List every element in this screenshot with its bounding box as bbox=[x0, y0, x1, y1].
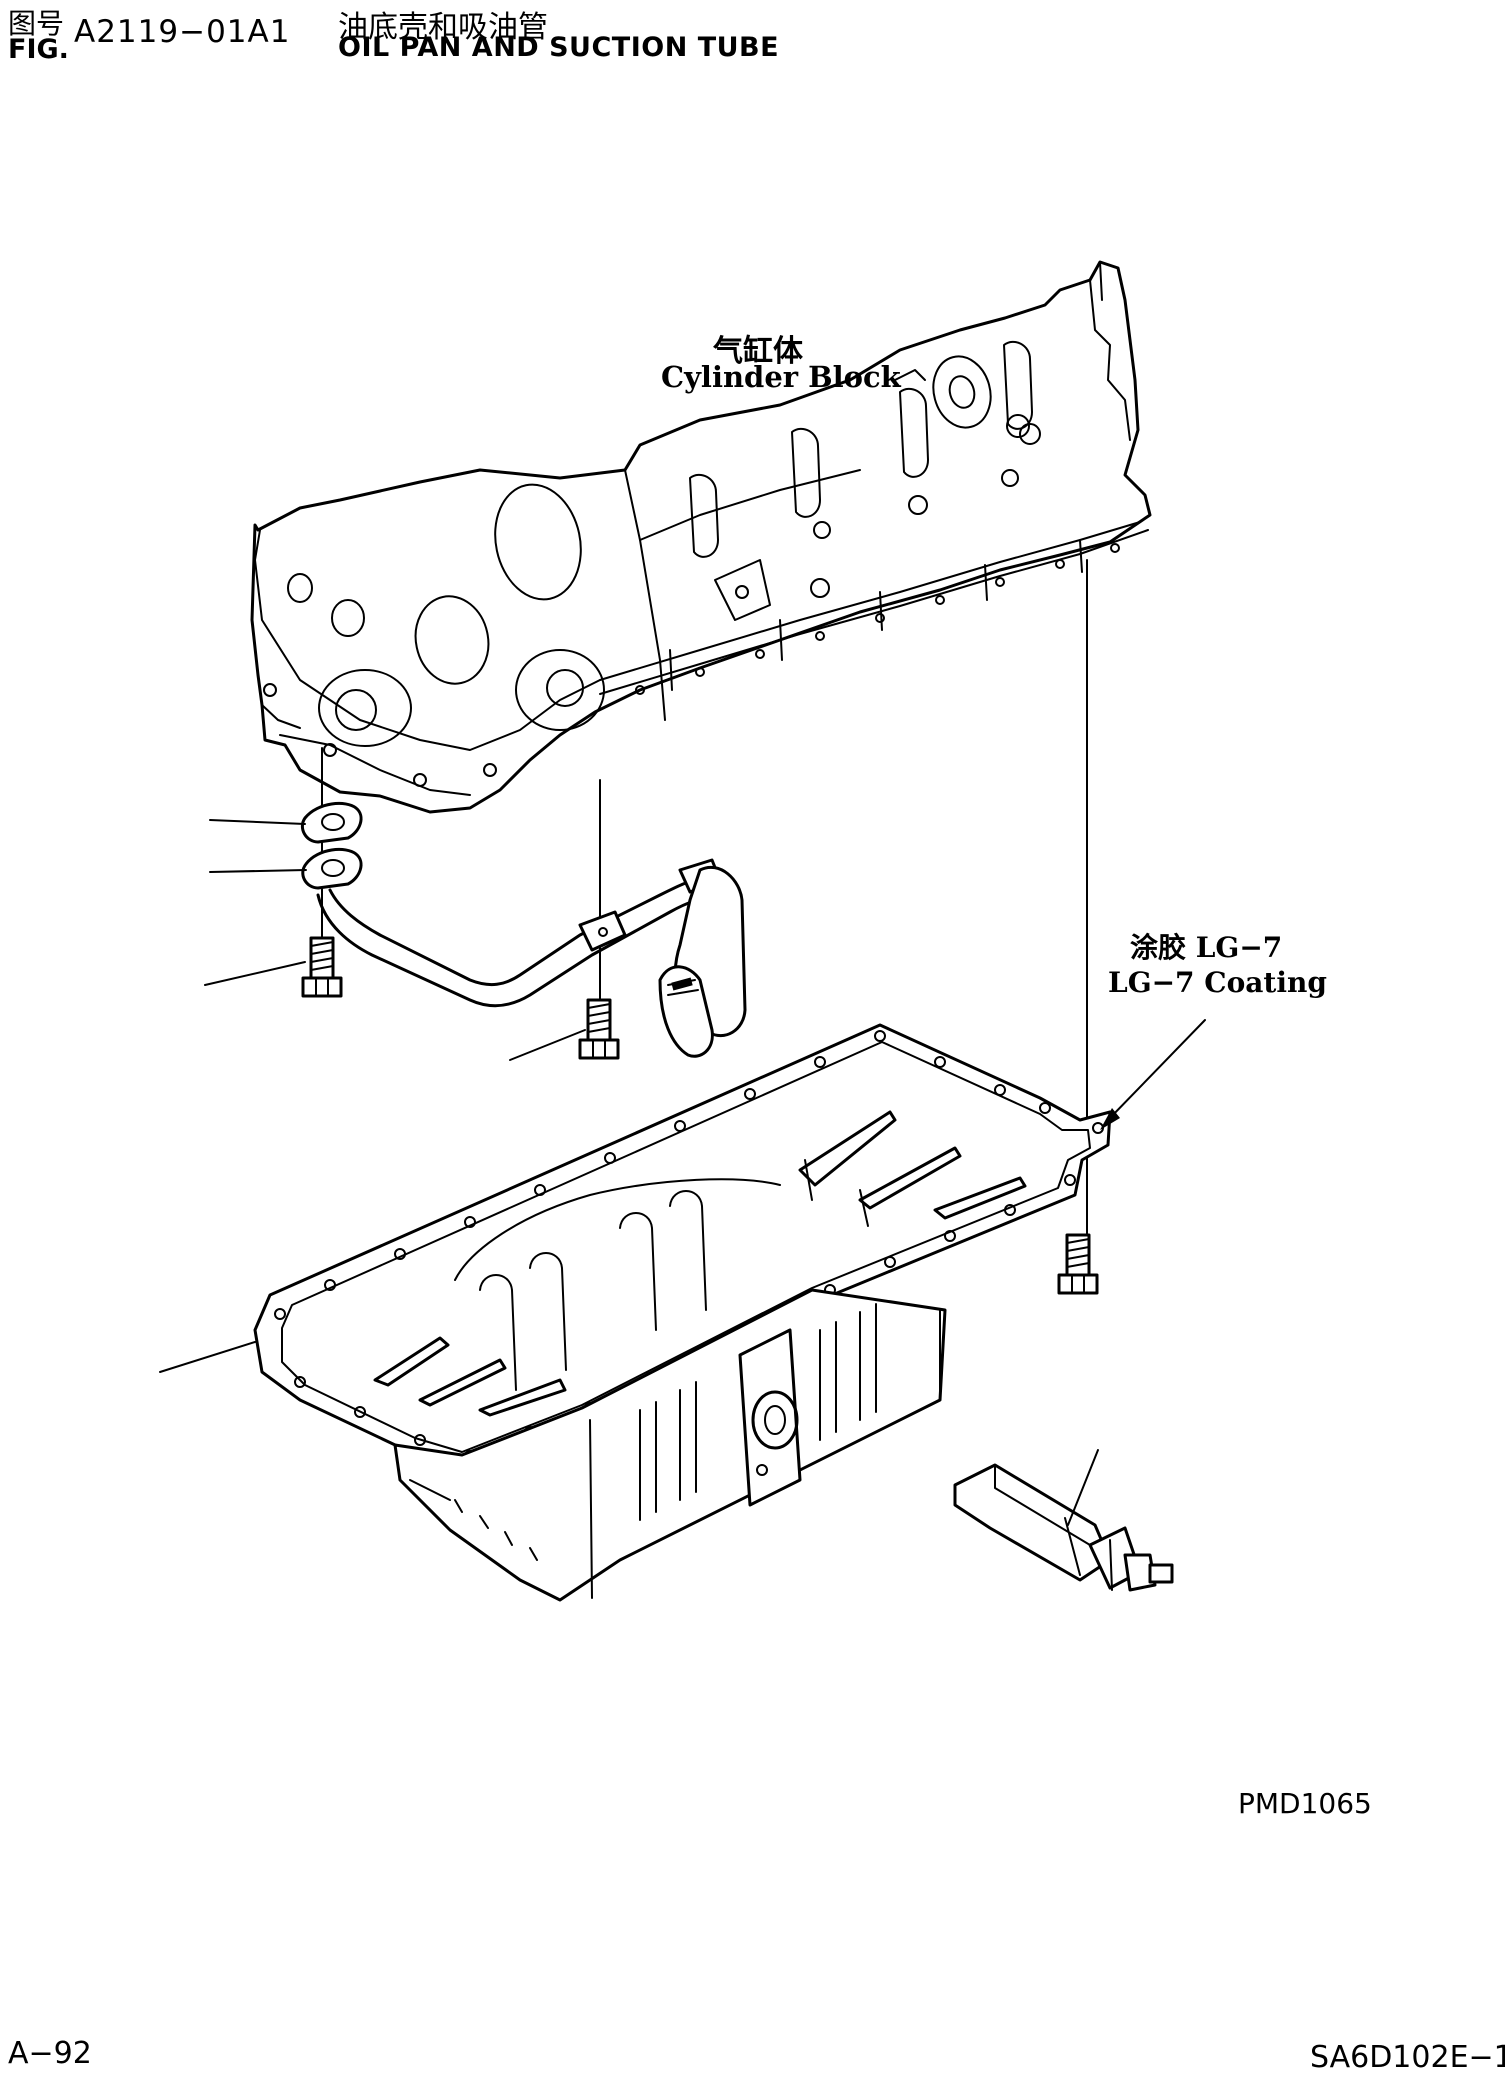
dipstick-guide-drawing bbox=[953, 1463, 1174, 1592]
bolts bbox=[301, 936, 1099, 1295]
model-code: SA6D102E−1 bbox=[1310, 2040, 1505, 2075]
leader-lines bbox=[159, 819, 1206, 1526]
cylinder-block-label-cn: 气缸体 bbox=[713, 334, 803, 369]
title-en: OIL PAN AND SUCTION TUBE bbox=[338, 32, 780, 63]
suction-gaskets bbox=[300, 801, 363, 890]
suction-tube-drawing bbox=[316, 858, 747, 1058]
title-cn: 油底壳和吸油管 bbox=[338, 10, 548, 45]
fig-label-cn: 图号 bbox=[8, 7, 65, 40]
coating-label-cn: 涂胶 LG−7 bbox=[1130, 931, 1283, 964]
page-number: A−92 bbox=[8, 2036, 92, 2071]
fig-label-en: FIG. bbox=[8, 34, 69, 65]
fig-number: A2119−01A1 bbox=[74, 14, 291, 50]
oil-pan-drawing bbox=[253, 1023, 1112, 1602]
cylinder-block-drawing bbox=[250, 260, 1152, 814]
coating-label-en: LG−7 Coating bbox=[1108, 966, 1327, 999]
drawing-id: PMD1065 bbox=[1238, 1787, 1372, 1820]
cylinder-block-label-en: Cylinder Block bbox=[661, 360, 901, 394]
